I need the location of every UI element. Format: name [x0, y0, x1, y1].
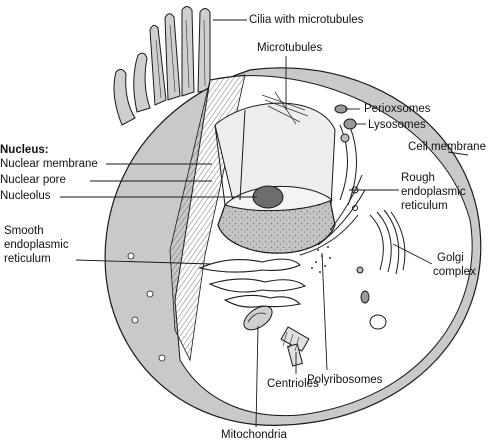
label-rough-er-line1: Rough	[401, 172, 435, 184]
lysosome-shape	[343, 118, 357, 130]
nucleus-heading: Nucleus:	[0, 144, 49, 156]
label-cell-membrane: Cell membrane	[408, 141, 486, 153]
leader-polyribosomes	[321, 252, 328, 371]
vesicle	[360, 290, 370, 304]
polyribosomes-shape	[311, 246, 331, 273]
centrioles-shape	[280, 326, 310, 367]
label-golgi-line1: Golgi	[437, 252, 464, 264]
label-nucleolus: Nucleolus	[0, 190, 51, 202]
microtubules-shape	[261, 91, 309, 125]
label-mitochondria: Mitochondria	[221, 429, 287, 441]
vesicle	[352, 205, 358, 211]
leader-golgi	[392, 243, 433, 265]
leader-lines	[60, 19, 469, 428]
label-nuclear-membrane: Nuclear membrane	[0, 158, 98, 170]
leader-smooth-er	[75, 259, 213, 265]
cilium	[181, 6, 195, 97]
label-cilia: Cilia with microtubules	[249, 14, 364, 26]
label-smooth-er-line3: reticulum	[4, 253, 51, 265]
lysosome-shape	[340, 133, 350, 143]
label-lysosomes: Lysosomes	[368, 119, 426, 131]
label-rough-er-line3: reticulum	[401, 200, 448, 212]
golgi-shape	[369, 209, 406, 275]
nucleus-bowl	[217, 199, 336, 254]
label-polyribosomes: Polyribosomes	[307, 374, 383, 386]
nucleus-rim	[214, 109, 246, 206]
cilia-group	[113, 6, 211, 126]
label-smooth-er-line2: endoplasmic	[4, 239, 69, 251]
rough-er-shape	[299, 121, 366, 256]
label-microtubules: Microtubules	[257, 42, 323, 54]
leader-cell-membrane	[447, 151, 469, 156]
shell-pores	[127, 252, 166, 362]
label-centrioles: Centrioles	[267, 378, 319, 390]
leader-mitochondria	[255, 325, 259, 428]
label-smooth-er-line1: Smooth	[4, 225, 44, 237]
cilium	[133, 52, 151, 113]
label-nuclear-pore: Nuclear pore	[0, 174, 66, 186]
vesicle	[356, 266, 364, 274]
label-rough-er-line2: endoplasmic	[401, 186, 466, 198]
nucleolus-shape	[252, 185, 284, 209]
smooth-er-shape	[198, 258, 307, 308]
cilium	[197, 8, 211, 93]
label-perioxsomes: Perioxsomes	[364, 103, 431, 115]
vesicle	[369, 314, 387, 330]
label-golgi-line2: complex	[433, 266, 476, 278]
mitochondrion-shape	[243, 305, 273, 331]
cilium	[113, 68, 136, 126]
